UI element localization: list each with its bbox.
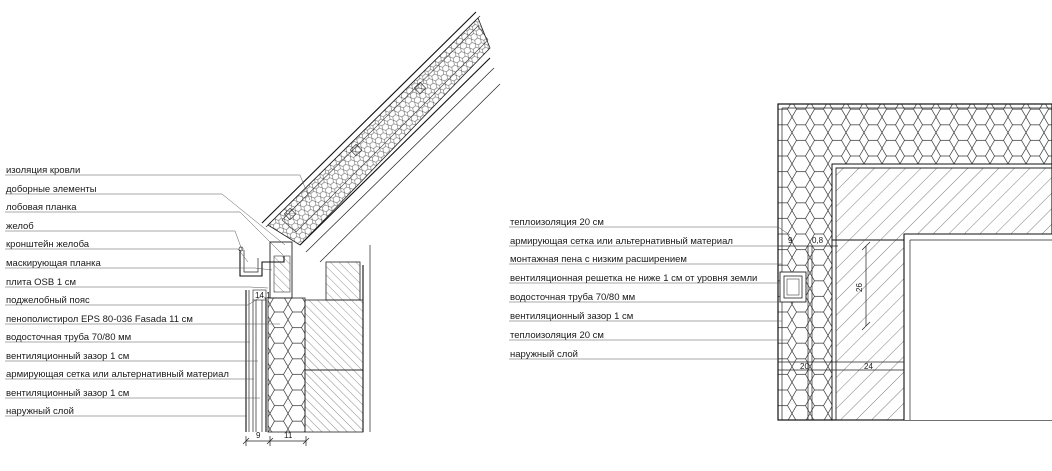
right-dim-24: 24 xyxy=(864,362,873,371)
wall-masonry xyxy=(304,369,364,433)
label-osb-board: плита OSB 1 см xyxy=(6,277,76,288)
wall-masonry-top xyxy=(304,299,364,371)
label-thermal-insulation-2: теплоизоляция 20 см xyxy=(510,330,604,341)
right-dim-0-8: 0,8 xyxy=(812,236,824,245)
label-gutter: желоб xyxy=(6,221,34,232)
label-soffit-belt: поджелобный пояс xyxy=(6,295,90,306)
label-masking-strip: маскирующая планка xyxy=(6,258,102,269)
right-detail-geometry: 26 9 0,8 20 24 xyxy=(509,103,1052,421)
label-fascia-board: лобовая планка xyxy=(6,202,77,213)
label-downpipe: водосточная труба 70/80 мм xyxy=(6,332,131,343)
right-leader-lines xyxy=(509,226,791,360)
label-vent-gap-2: вентиляционный зазор 1 см xyxy=(6,388,129,399)
label-vent-gap-1: вентиляционный зазор 1 см xyxy=(6,351,129,362)
label-outer-layer: наружный слой xyxy=(6,406,74,417)
right-labels: теплоизоляция 20 см армирующая сетка или… xyxy=(510,217,757,360)
label-vent-grille: вентиляционная решетка не ниже 1 см от у… xyxy=(510,273,757,284)
label-trim-elements: доборные элементы xyxy=(6,184,97,195)
right-dimension-lines xyxy=(861,241,871,331)
right-dim-9: 9 xyxy=(788,236,793,245)
left-dim-11: 11 xyxy=(284,431,293,440)
roof-insulation xyxy=(267,17,491,246)
label-eps: пенополистирол EPS 80-036 Fasada 11 см xyxy=(6,314,193,325)
left-dim-9: 9 xyxy=(256,431,261,440)
roof-battens xyxy=(283,81,427,221)
label-vent-gap-r: вентиляционный зазор 1 см xyxy=(510,311,633,322)
label-reinforcing-mesh: армирующая сетка или альтернативный мате… xyxy=(6,369,229,380)
label-thermal-insulation-1: теплоизоляция 20 см xyxy=(510,217,604,228)
right-dim-20: 20 xyxy=(800,362,809,371)
eps-insulation xyxy=(267,297,306,433)
wall-plate xyxy=(325,261,361,301)
left-labels: изоляция кровли доборные элементы лобова… xyxy=(6,165,229,417)
label-outer-layer-r: наружный слой xyxy=(510,349,578,360)
left-leader-lines xyxy=(5,174,311,417)
left-dim-14-1: 14,1 xyxy=(255,291,271,300)
label-gutter-bracket: кронштейн желоба xyxy=(6,239,90,250)
label-reinforcing-mesh-r: армирующая сетка или альтернативный мате… xyxy=(510,236,733,247)
label-mounting-foam: монтажная пена с низким расширением xyxy=(510,254,687,265)
label-roof-insulation: изоляция кровли xyxy=(6,165,80,176)
right-dim-26: 26 xyxy=(855,283,864,292)
left-dimension-line xyxy=(242,436,310,446)
left-detail-geometry: 9 11 14,1 xyxy=(5,11,501,446)
label-downpipe-r: водосточная труба 70/80 мм xyxy=(510,292,635,303)
